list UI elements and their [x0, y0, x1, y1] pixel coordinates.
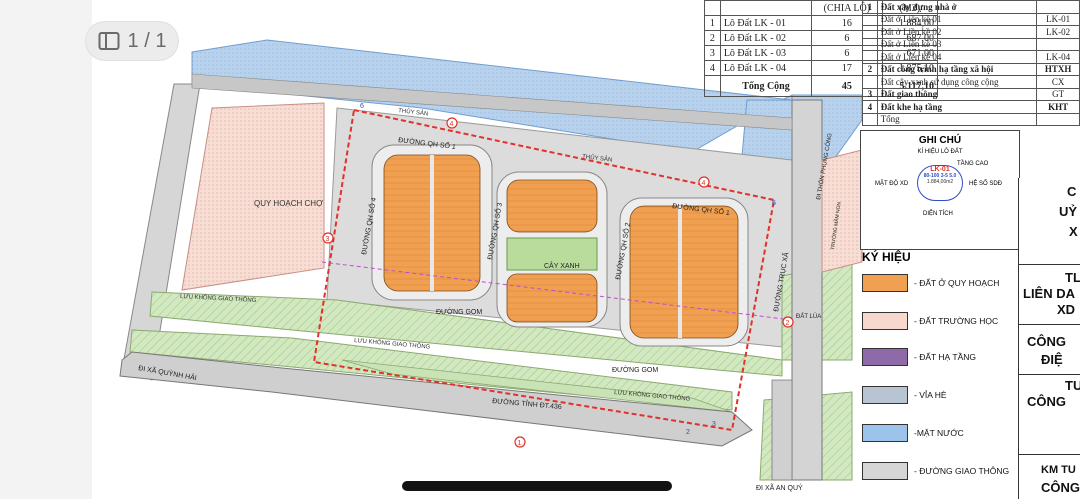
- point-5: 5: [772, 200, 776, 207]
- legend-item: - ĐƯỜNG GIAO THÔNG: [862, 462, 1009, 480]
- note-he-so: HỆ SỐ SDĐ: [969, 181, 1003, 187]
- page-counter-text: 1 / 1: [127, 29, 167, 52]
- point-6: 6: [360, 103, 364, 110]
- road-far-right: [771, 379, 793, 481]
- svg-text:4: 4: [450, 121, 454, 128]
- svg-text:1: 1: [518, 440, 522, 447]
- table-row: Đất ở Liền kề 03: [862, 37, 1080, 51]
- legend-item: - VỈA HÈ: [862, 386, 947, 404]
- note-mat-do: MẬT ĐỘ XD: [875, 181, 909, 187]
- label-duong-gom-1: ĐƯỜNG GOM: [436, 307, 482, 316]
- block-lk-04: [619, 197, 749, 347]
- section-marker-4-right: 4: [698, 176, 710, 188]
- legend-item: - ĐẤT Ở QUY HOẠCH: [862, 274, 999, 292]
- page-counter[interactable]: 1 / 1: [86, 22, 178, 60]
- label-di-xa-an-quy: ĐI XÃ AN QUÝ: [756, 483, 803, 492]
- school-plot: [821, 149, 863, 273]
- viewer-background: [0, 0, 92, 499]
- label-thuy-san-1: THỦY SẢN: [398, 107, 429, 118]
- document-page: QUY HOẠCH CHỢ THỦY SẢN THỦY SẢN ĐƯỜNG QH…: [92, 0, 1080, 499]
- point-3: 3: [712, 421, 716, 428]
- legend-item: -MẶT NƯỚC: [862, 424, 964, 442]
- legend-swatch-residential: [862, 274, 908, 292]
- note-dien-tich: DIỆN TÍCH: [923, 211, 953, 217]
- block-lk-02: [496, 171, 608, 328]
- section-line: [321, 261, 793, 321]
- market-area: [181, 102, 325, 291]
- label-duong-gom-2: ĐƯỜNG GOM: [612, 365, 658, 374]
- svg-text:2: 2: [786, 320, 790, 327]
- section-marker-1-bottom: 1: [514, 436, 526, 448]
- label-dat-lua: ĐẤT LÚA: [796, 313, 821, 320]
- project-boundary: [312, 108, 776, 432]
- section-marker-3-left: 3: [322, 232, 334, 244]
- section-marker-4-top: 4: [446, 117, 458, 129]
- legend-swatch-infrastructure: [862, 348, 908, 366]
- note-lot-badge: LK-01 80-100 3-5 5.0 1.884,00m2: [917, 165, 963, 201]
- road-left: [121, 83, 201, 381]
- label-quy-hoach-cho: QUY HOẠCH CHỢ: [254, 199, 323, 208]
- table-row: Tổng: [862, 112, 1080, 126]
- scroll-indicator[interactable]: [402, 481, 672, 491]
- label-luu-khong-1: LƯU KHÔNG GIAO THÔNG: [180, 293, 257, 304]
- note-subtitle: KÍ HIỆU LÔ ĐẤT: [917, 149, 963, 155]
- note-tang-cao: TẦNG CAO: [957, 161, 989, 167]
- svg-text:3: 3: [326, 236, 330, 243]
- sidebar-toggle-icon[interactable]: [98, 31, 120, 51]
- svg-text:4: 4: [702, 180, 706, 187]
- legend-item: - ĐẤT HẠ TẦNG: [862, 348, 976, 366]
- note-box: GHI CHÚ KÍ HIỆU LÔ ĐẤT TẦNG CAO MẬT ĐỘ X…: [860, 130, 1020, 250]
- road-right: [791, 99, 823, 481]
- master-plan-map: QUY HOẠCH CHỢ THỦY SẢN THỦY SẢN ĐƯỜNG QH…: [119, 39, 863, 492]
- legend-item: - ĐẤT TRƯỜNG HỌC: [862, 312, 998, 330]
- legend-swatch-road: [862, 462, 908, 480]
- green-belt-1: [149, 291, 783, 377]
- label-cay-xanh: CÂY XANH: [544, 261, 580, 270]
- legend-swatch-school: [862, 312, 908, 330]
- note-title: GHI CHÚ: [918, 135, 962, 146]
- block-lk-01: [371, 144, 493, 301]
- legend-title: KÝ HIỆU: [862, 250, 911, 264]
- section-marker-2-right: 2: [782, 316, 794, 328]
- point-2: 2: [686, 429, 690, 436]
- road-strip-top: [191, 73, 793, 131]
- legend-swatch-sidewalk: [862, 386, 908, 404]
- provincial-road: [119, 351, 753, 447]
- legend-panel: GHI CHÚ KÍ HIỆU LÔ ĐẤT TẦNG CAO MẬT ĐỘ X…: [860, 130, 1080, 499]
- title-block: C UỶ X TL LIÊN DA XD CÔNG ĐIỆ TU CÔNG KM…: [1018, 178, 1080, 499]
- label-thuy-san-2: THỦY SẢN: [582, 153, 613, 164]
- legend-swatch-water: [862, 424, 908, 442]
